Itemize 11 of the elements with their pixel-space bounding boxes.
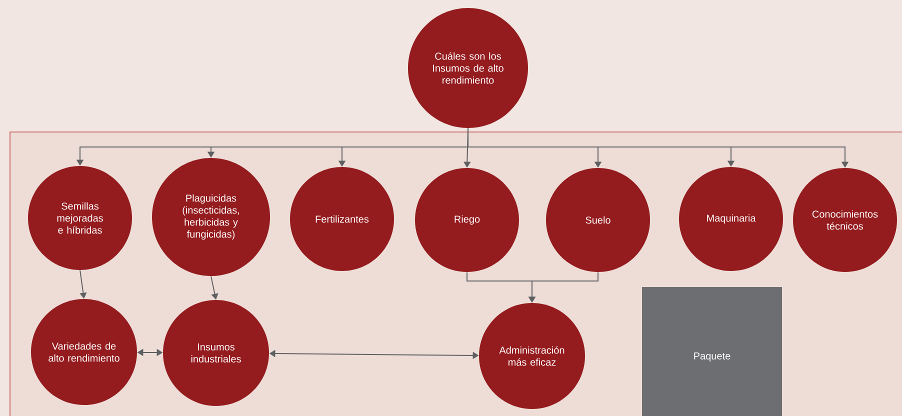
circle-node: Maquinaria [679, 167, 783, 271]
circle-node: Riego [415, 168, 519, 272]
circle-node: Insumos industriales [163, 300, 269, 406]
circle-node: Plaguicidas (insecticidas, herbicidas y fungicidas) [152, 158, 270, 276]
circle-node: Conocimientos técnicos [793, 168, 897, 272]
circle-node: Semillas mejoradas e híbridas [28, 166, 132, 270]
circle-node: Fertilizantes [290, 167, 394, 271]
circle-node: Administración más eficaz [479, 303, 585, 409]
circle-node: Cuáles son los Insumos de alto rendimiento [408, 8, 528, 128]
circle-node: Suelo [546, 168, 650, 272]
circle-node: Variedades de alto rendimiento [31, 299, 137, 405]
